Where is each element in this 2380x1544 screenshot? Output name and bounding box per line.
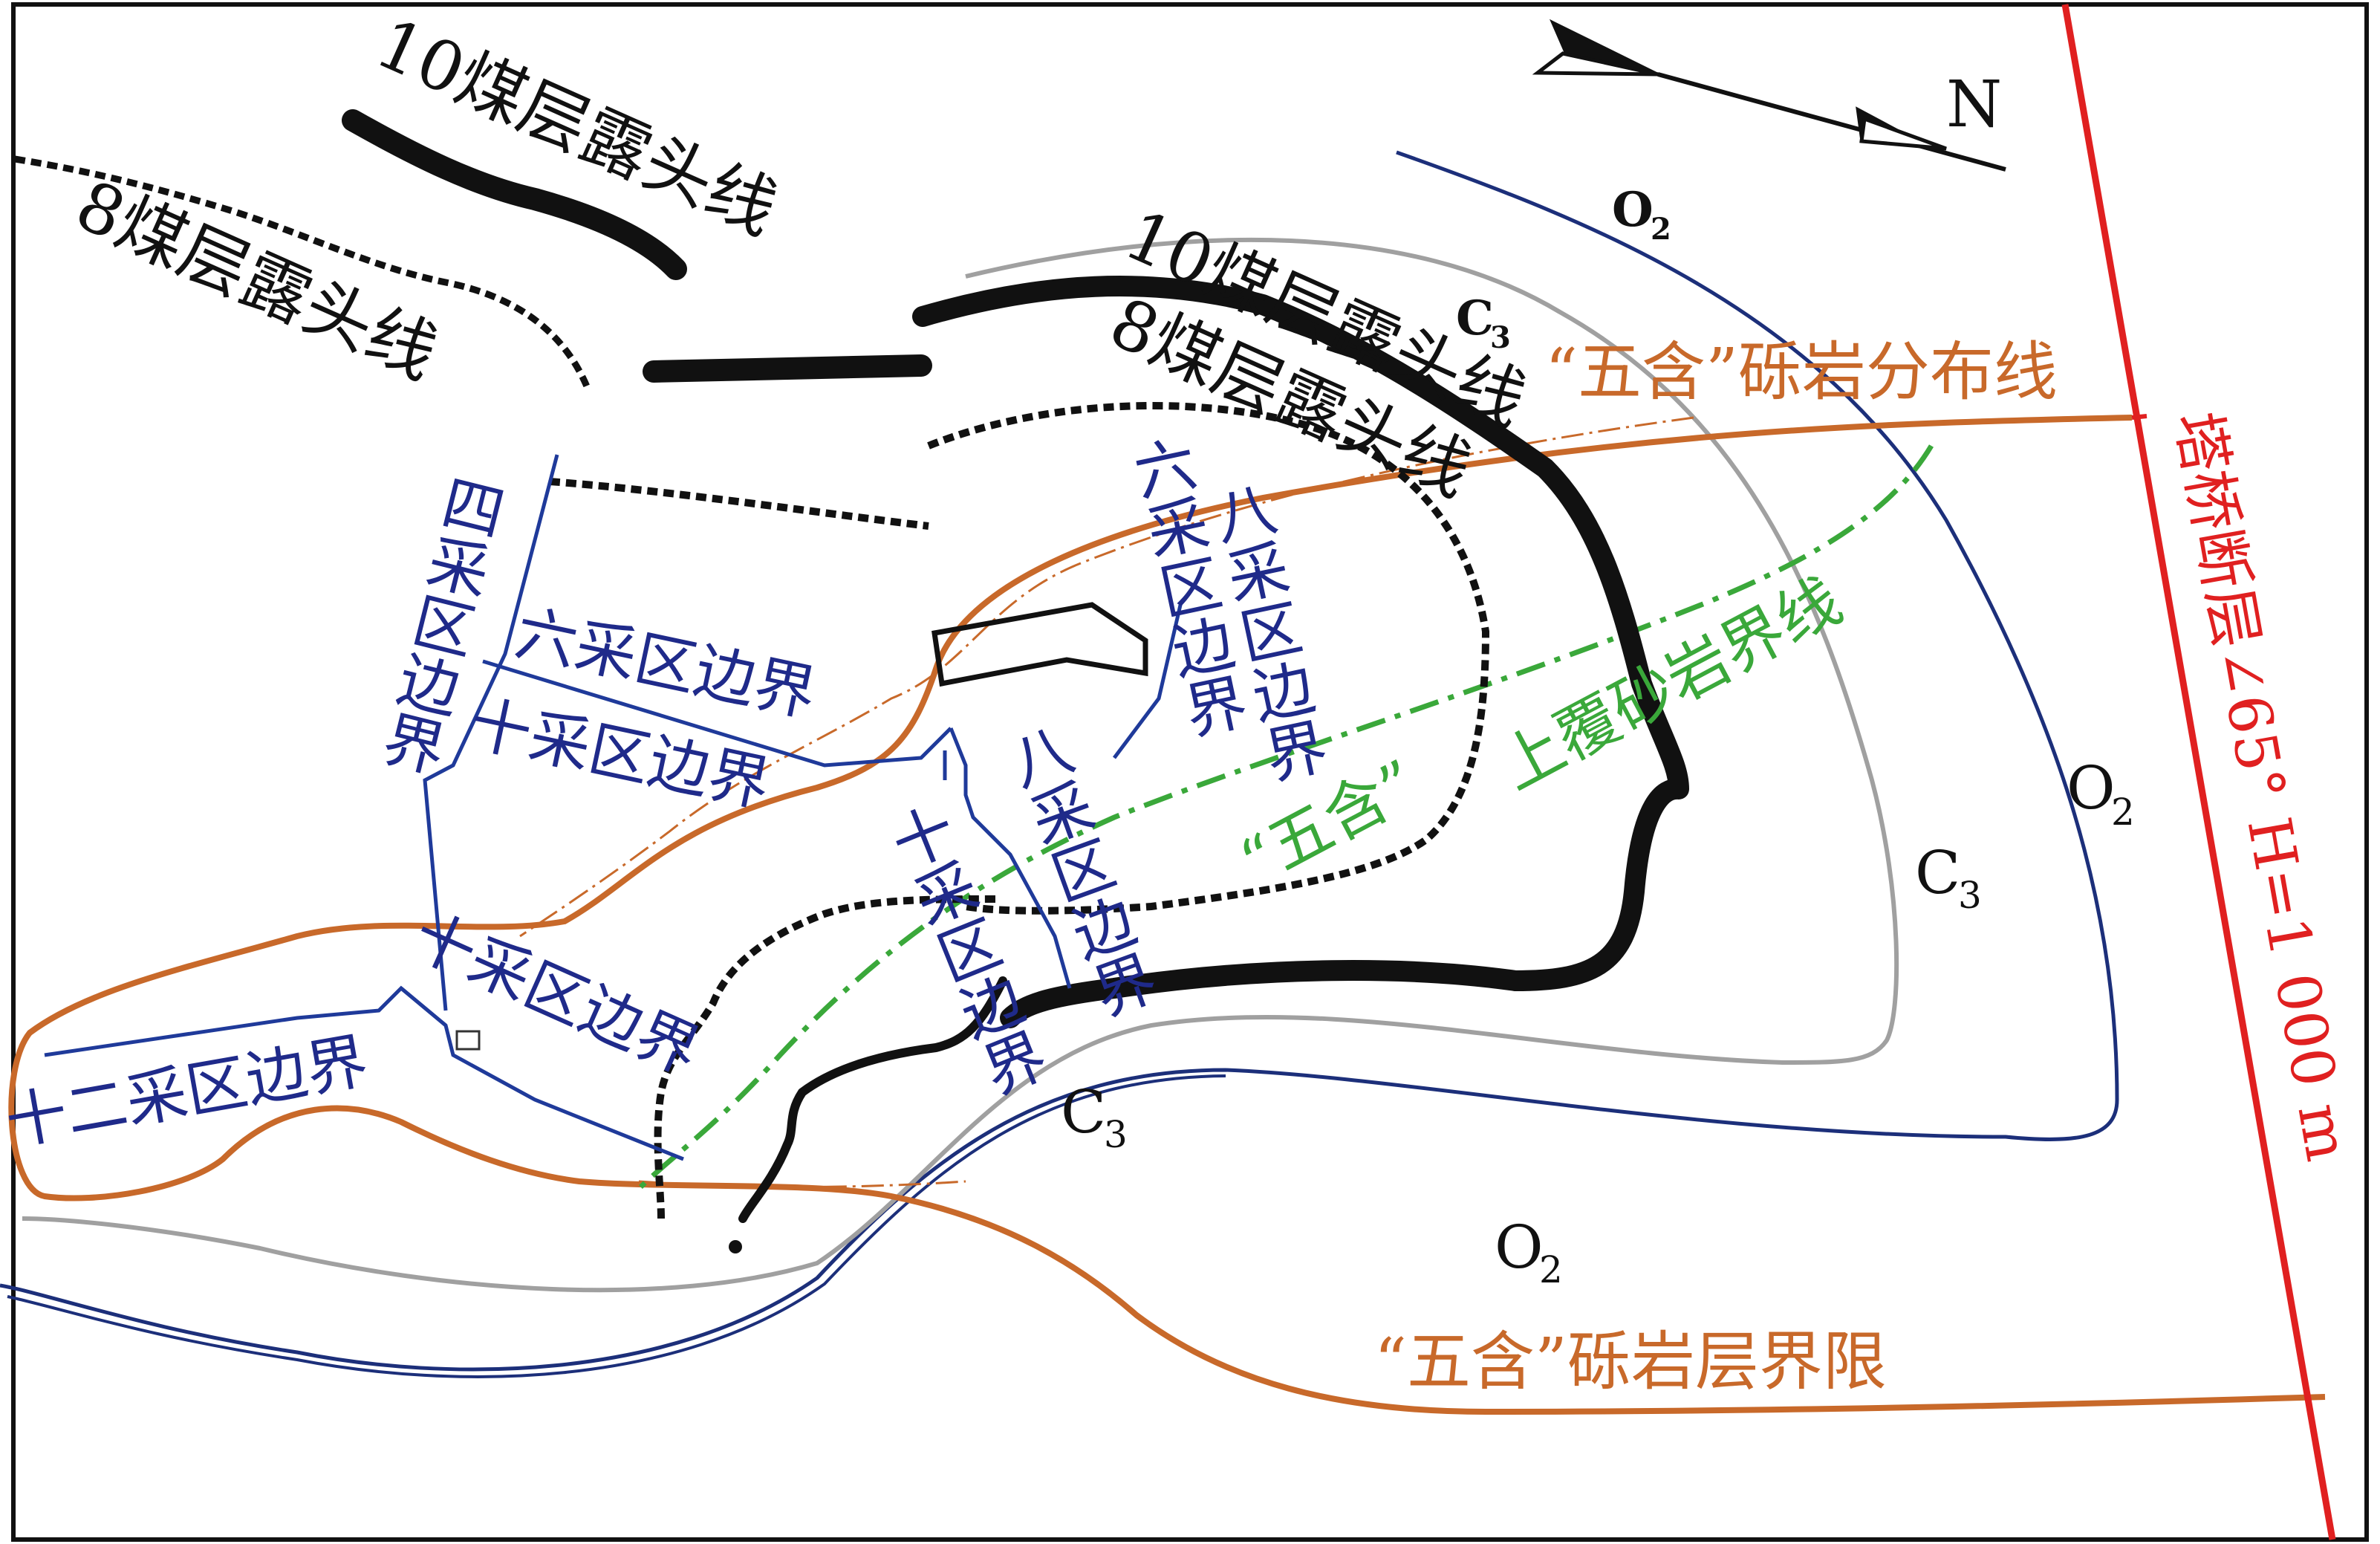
svg-text:3: 3 [1490,320,1511,355]
svg-text:O: O [2067,753,2116,823]
seam8-outcrop-right [927,402,1490,915]
c3-mid-label: C 3 [1061,1077,1128,1156]
conglomerate-thin-line-2 [638,1180,966,1188]
svg-text:C: C [1061,1077,1106,1146]
svg-text:2: 2 [2111,791,2135,834]
north-label: N [1946,68,2002,142]
north-arrow-icon [1532,19,2006,172]
seam10-outcrop-left [342,109,687,280]
o2-right-label: O 2 [2067,753,2135,834]
borehole-point [729,1240,742,1253]
svg-text:3: 3 [1104,1113,1128,1156]
o2-boundary-line [0,150,2119,1372]
svg-text:2: 2 [1539,1248,1563,1291]
o2-bottom-label: O 2 [1495,1213,1563,1291]
seam8-left-label: 8煤层露头线 [65,165,449,395]
sandstone-boundary-line [637,444,1934,1191]
seam-segment-lower [738,976,1007,1223]
conglomerate-distribution-line [8,415,2326,1415]
seam10-outcrop-mid [643,354,932,383]
d10c-boundary-line [400,987,684,1161]
svg-text:O: O [1495,1213,1544,1282]
d6-boundary-line [482,659,952,768]
seam8-outcrop-lower [654,895,996,1219]
o2-boundary-line-2 [7,1074,1226,1378]
c3-top-label: C 3 [1456,291,1511,355]
d10b-boundary-label: 十采区边界 [874,797,1053,1106]
svg-text:3: 3 [1958,874,1982,917]
d8-boundary-line [1113,601,1183,759]
seam10-outcrop-right [912,276,1689,1028]
district-boundaries [44,454,1183,1161]
taqiao-fault-line [2061,4,2336,1540]
svg-text:C: C [1915,838,1960,907]
fault-label: 塔桥断层∠65° H=1 000 m [2162,406,2362,1166]
map-frame [11,2,2369,1542]
small-marker-box [455,1030,481,1051]
seam8-outcrop-mid [549,478,929,530]
c3-boundary-line [22,237,1899,1293]
o2-top-label: O 2 [1612,182,1671,247]
conglomerate-boundary-label: “五含”砾岩层界限 [1374,1325,1887,1399]
conglomerate-distribution-label: “五含”砾岩分布线 [1545,335,2058,409]
svg-text:C: C [1456,291,1494,346]
d4-boundary-line [423,454,559,1011]
c3-right-label: C 3 [1915,838,1982,917]
svg-text:O: O [1612,182,1654,238]
working-face-outline [931,602,1148,687]
seam8-outcrop-left [14,155,591,388]
fault-tick [2131,414,2147,420]
d12-boundary-label: 十二采区边界 [1,1026,373,1159]
d12-boundary-line [44,985,447,1057]
svg-text:2: 2 [1651,212,1671,247]
d10a-boundary-line [949,727,1072,989]
d10c-boundary-label: 十采区边界 [403,900,709,1089]
